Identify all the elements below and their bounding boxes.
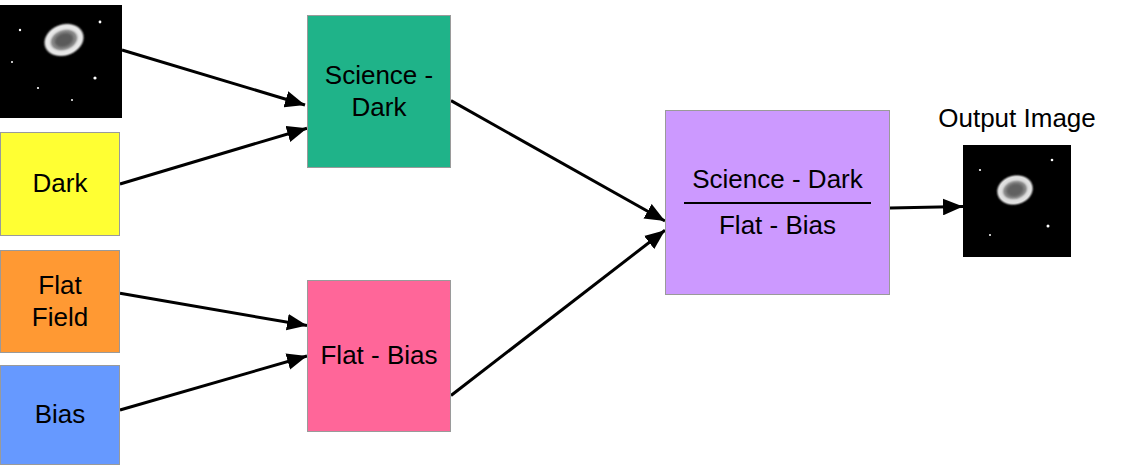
- star: [11, 61, 13, 63]
- image-arrow: [122, 50, 305, 105]
- image-heading: Output Image: [938, 103, 1096, 135]
- star: [989, 234, 991, 236]
- connector-layer: [120, 101, 963, 410]
- input-box: Flat Field: [0, 250, 120, 353]
- output-image-node: Output Image: [963, 145, 1071, 257]
- box-label: Bias: [35, 399, 86, 431]
- star: [93, 76, 96, 79]
- nebula-core: [1006, 183, 1024, 198]
- flow-arrow: [120, 356, 307, 410]
- output-image: [963, 145, 1071, 257]
- star: [1051, 159, 1054, 162]
- star: [71, 99, 73, 101]
- star: [99, 21, 102, 24]
- flow-arrow: [120, 293, 307, 325]
- box-label: Science - Dark: [684, 164, 871, 204]
- star: [979, 169, 981, 171]
- star: [1047, 225, 1050, 228]
- star: [37, 87, 39, 89]
- nebula-glow: [38, 17, 91, 64]
- image-ground: [0, 5, 122, 118]
- flow-arrow: [451, 230, 665, 395]
- box-label: Science - Dark: [318, 60, 440, 123]
- input-box: Dark: [0, 132, 120, 236]
- image-ground: [963, 145, 1071, 257]
- box-label: Flat - Bias: [320, 340, 437, 372]
- process-box: Flat - Bias: [307, 280, 451, 432]
- fraction-box: Science - DarkFlat - Bias: [665, 110, 890, 295]
- nebula-ring: [44, 22, 85, 57]
- nebula-core: [53, 31, 74, 48]
- flow-arrow: [451, 101, 665, 221]
- nebula-glow: [992, 169, 1039, 210]
- box-label: Flat Field: [11, 270, 109, 333]
- process-box: Science - Dark: [307, 15, 451, 168]
- box-label: Dark: [33, 168, 88, 200]
- star: [19, 29, 21, 31]
- input-box: Bias: [0, 365, 120, 465]
- flow-arrow: [890, 207, 963, 208]
- nebula-ring: [998, 175, 1033, 205]
- science-image: [0, 5, 122, 118]
- flow-arrow: [120, 128, 307, 184]
- box-label: Flat - Bias: [719, 210, 836, 242]
